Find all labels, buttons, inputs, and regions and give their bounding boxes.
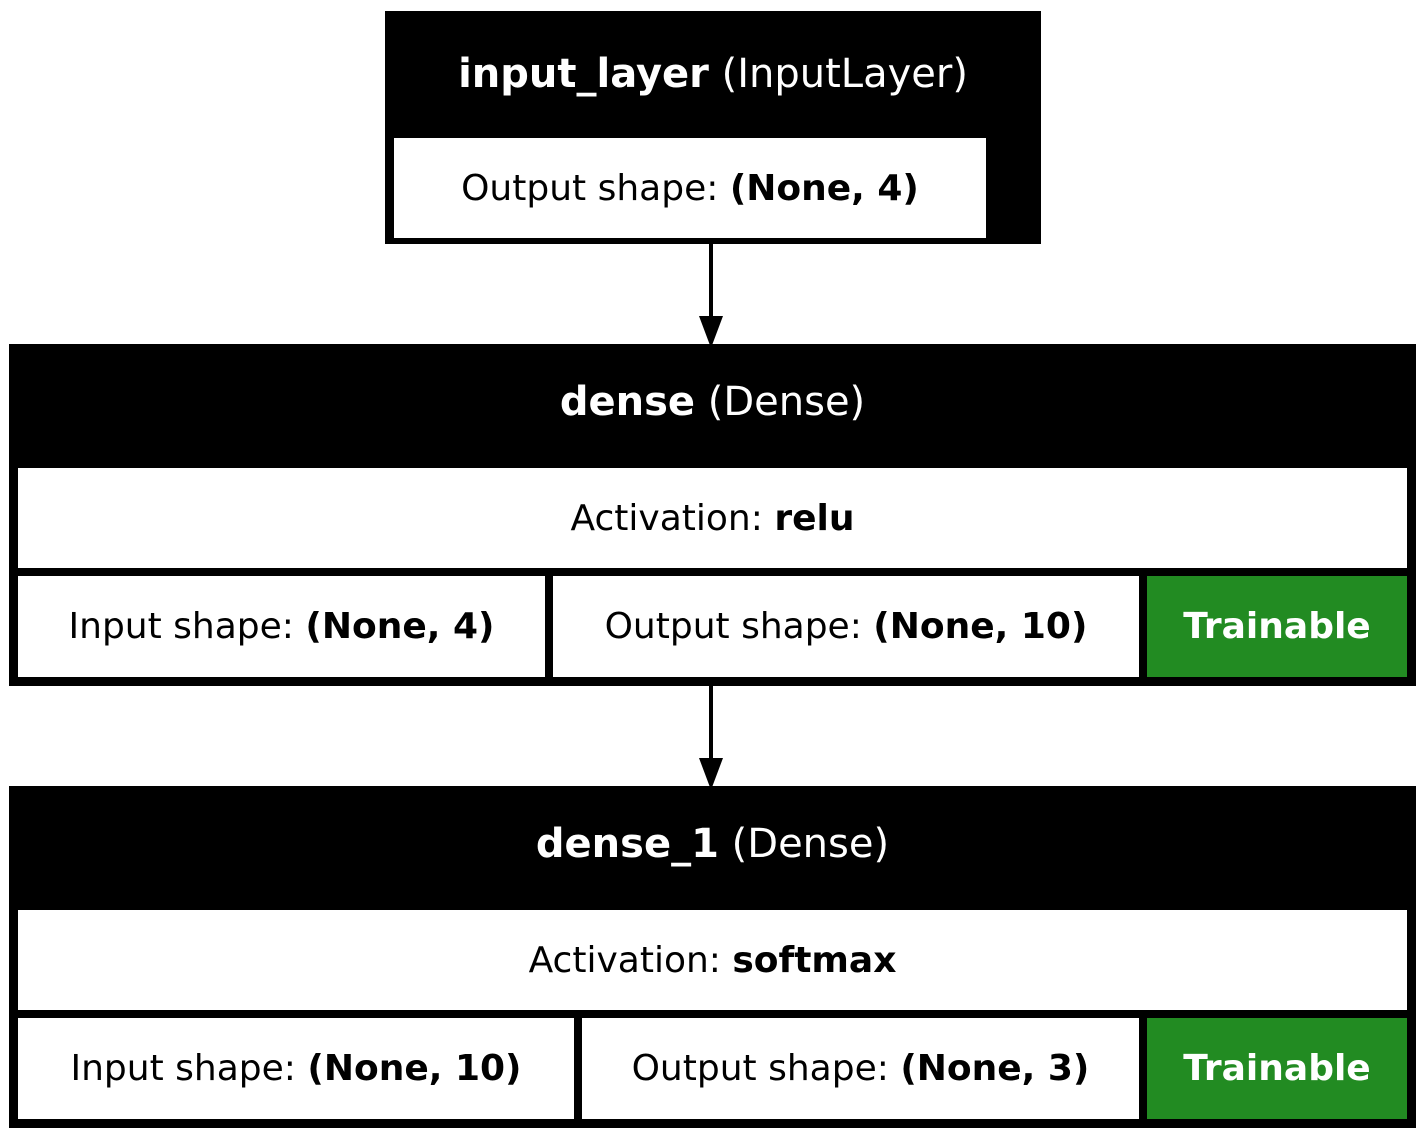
layer-header: dense_1 (Dense) — [9, 786, 1416, 902]
trainable-badge: Trainable — [1147, 1018, 1407, 1119]
input-shape-cell: Input shape: (None, 4) — [18, 576, 545, 677]
activation-value: relu — [774, 497, 855, 539]
layer-node-dense[interactable]: dense (Dense) Activation: relu Input sha… — [9, 344, 1416, 686]
input-shape-cell: Input shape: (None, 10) — [18, 1018, 574, 1119]
input-shape-value: (None, 4) — [305, 606, 495, 647]
layer-name: dense_1 — [535, 821, 719, 867]
layer-name: input_layer — [458, 50, 709, 97]
layer-node-input-layer[interactable]: input_layer (InputLayer) Output shape: (… — [385, 11, 1041, 244]
output-shape-value: (None, 3) — [900, 1048, 1090, 1089]
layer-node-dense-1[interactable]: dense_1 (Dense) Activation: softmax Inpu… — [9, 786, 1416, 1128]
output-shape-value: (None, 4) — [729, 167, 919, 209]
layer-name: dense — [559, 379, 696, 425]
input-shape-value: (None, 10) — [307, 1048, 522, 1089]
output-shape-cell: Output shape: (None, 3) — [582, 1018, 1139, 1119]
input-shape-label: Input shape: — [68, 606, 294, 647]
activation-label: Activation: — [570, 497, 763, 539]
trainable-badge: Trainable — [1147, 576, 1407, 677]
output-shape-cell: Output shape: (None, 10) — [553, 576, 1139, 677]
layer-type: (Dense) — [731, 821, 890, 867]
arrow-dense-to-dense-1 — [699, 684, 723, 790]
output-shape-label: Output shape: — [631, 1048, 889, 1089]
layer-type: (InputLayer) — [721, 50, 968, 97]
output-shape-label: Output shape: — [461, 167, 719, 209]
activation-cell: Activation: relu — [18, 468, 1407, 568]
arrow-input-to-dense — [699, 242, 723, 348]
activation-value: softmax — [732, 939, 897, 981]
output-shape-cell: Output shape: (None, 4) — [394, 138, 986, 238]
activation-label: Activation: — [528, 939, 721, 981]
activation-cell: Activation: softmax — [18, 910, 1407, 1010]
layer-type: (Dense) — [707, 379, 866, 425]
output-shape-value: (None, 10) — [873, 606, 1088, 647]
layer-header: dense (Dense) — [9, 344, 1416, 460]
input-shape-label: Input shape: — [70, 1048, 296, 1089]
layer-header: input_layer (InputLayer) — [385, 11, 1041, 136]
output-shape-label: Output shape: — [604, 606, 862, 647]
